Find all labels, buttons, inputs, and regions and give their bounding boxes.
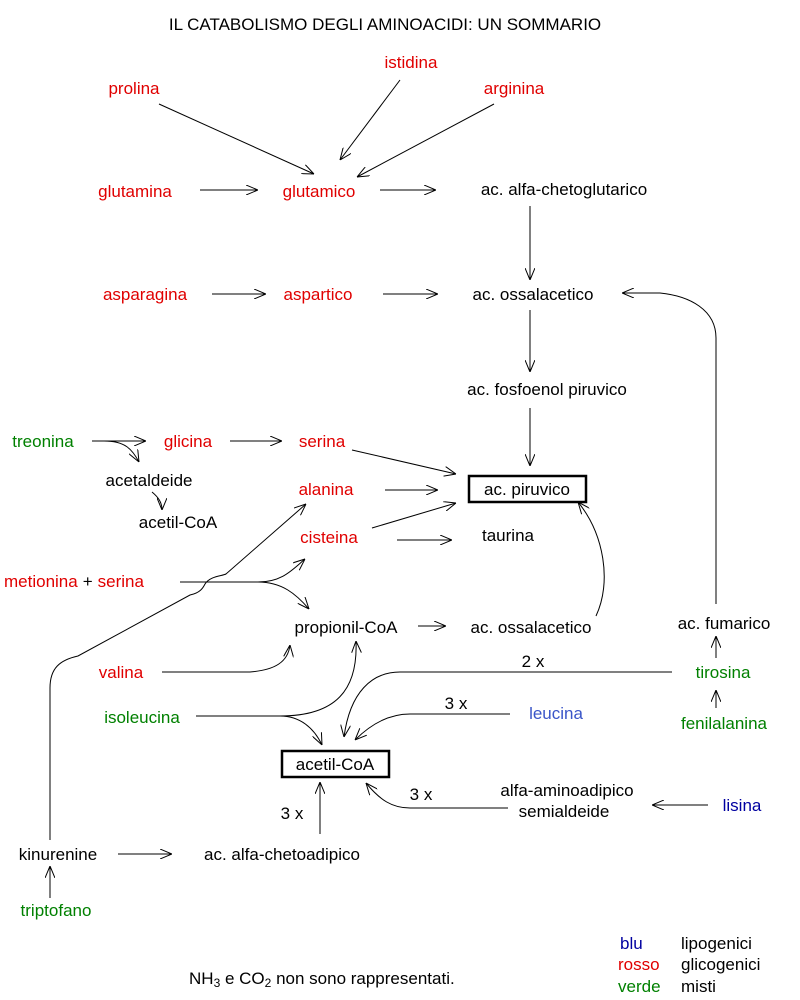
arrow-acetaldeide-acetilcoa — [151, 491, 162, 511]
glicina-label: glicina — [164, 432, 213, 451]
legend-blue-meaning: lipogenici — [681, 934, 752, 953]
arrow-treonina-acetaldeide — [103, 440, 139, 462]
arrow-ossalacetico-piruvico — [578, 502, 605, 617]
arrow-metserina-cisteina — [180, 559, 305, 583]
arrows — [49, 79, 717, 898]
cisteina-label: cisteina — [300, 528, 358, 547]
metionina-serina-line: metionina + serina — [4, 572, 145, 591]
arrow-prolina-glutamico — [158, 103, 314, 174]
chetoadipico-label: ac. alfa-chetoadipico — [204, 845, 360, 864]
footnote: NH3 e CO2 non sono rappresentati. — [189, 969, 455, 990]
tirosina-label: tirosina — [696, 663, 751, 682]
propionil-coa-label: propionil-CoA — [295, 618, 399, 637]
ossalacetico-top-label: ac. ossalacetico — [473, 285, 594, 304]
legend-red-word: rosso — [618, 955, 660, 974]
istidina-label: istidina — [385, 53, 438, 72]
triptofano-label: triptofano — [21, 901, 92, 920]
fosfoenol-label: ac. fosfoenol piruvico — [467, 380, 627, 399]
fenilalanina-label: fenilalanina — [681, 714, 768, 733]
multiplier-2x-tirosina: 2 x — [522, 652, 545, 671]
arrow-leucina-acetilcoa — [355, 713, 510, 740]
alanina-label: alanina — [299, 480, 354, 499]
aspartico-label: aspartico — [284, 285, 353, 304]
multiplier-3x-kinurenine: 3 x — [281, 804, 304, 823]
valina-label: valina — [99, 663, 144, 682]
legend: blu lipogenici rosso glicogenici verde m… — [618, 934, 760, 996]
serina-top-label: serina — [299, 432, 346, 451]
arrow-fumarico-ossalacetico — [622, 293, 717, 604]
acetil-coa-small-label: acetil-CoA — [139, 513, 218, 532]
taurina-label: taurina — [482, 526, 535, 545]
glutamina-label: glutamina — [98, 182, 172, 201]
arrow-cisteina-piruvico — [371, 503, 456, 529]
glutamico-label: glutamico — [283, 182, 356, 201]
arrow-isoleucina-propionil — [196, 641, 356, 717]
legend-green-meaning: misti — [681, 977, 716, 996]
chetoglutarico-label: ac. alfa-chetoglutarico — [481, 180, 647, 199]
multiplier-3x-lisina: 3 x — [410, 785, 433, 804]
lisina-label: lisina — [723, 796, 762, 815]
aminoadipico-label-2: semialdeide — [519, 802, 610, 821]
arrow-valina-propionil — [162, 645, 290, 673]
arrow-kinurenine-alanina — [49, 504, 306, 840]
arrow-serina-piruvico — [351, 449, 456, 474]
isoleucina-label: isoleucina — [104, 708, 180, 727]
aminoadipico-label-1: alfa-aminoadipico — [500, 781, 633, 800]
treonina-label: treonina — [12, 432, 74, 451]
arrow-tirosina-acetilcoa — [344, 671, 672, 737]
legend-blue-word: blu — [620, 934, 643, 953]
multiplier-3x-leucina: 3 x — [445, 694, 468, 713]
prolina-label: prolina — [108, 79, 160, 98]
legend-green-word: verde — [618, 977, 661, 996]
piruvico-label: ac. piruvico — [484, 480, 570, 499]
arginina-label: arginina — [484, 79, 545, 98]
arrow-aminoadipico-acetilcoa — [366, 783, 508, 809]
serina-bottom-label: serina — [98, 572, 145, 591]
arrow-istidina-glutamico — [340, 79, 401, 160]
arrow-isoleucina-acetilcoa — [279, 715, 322, 745]
ossalacetico-bottom-label: ac. ossalacetico — [471, 618, 592, 637]
piruvico-box — [467, 474, 588, 504]
kinurenine-label: kinurenine — [19, 845, 97, 864]
leucina-label: leucina — [529, 704, 583, 723]
plus-sign: + — [83, 572, 93, 591]
metionina-label: metionina — [4, 572, 78, 591]
acetil-coa-box — [280, 749, 391, 779]
legend-red-meaning: glicogenici — [681, 955, 760, 974]
acetil-coa-box-label: acetil-CoA — [296, 755, 375, 774]
fumarico-label: ac. fumarico — [678, 614, 771, 633]
arrow-metserina-propionil — [257, 581, 309, 609]
asparagina-label: asparagina — [103, 285, 188, 304]
arrow-arginina-glutamico — [357, 103, 495, 177]
acetaldeide-label: acetaldeide — [106, 471, 193, 490]
diagram-title: IL CATABOLISMO DEGLI AMINOACIDI: UN SOMM… — [169, 15, 601, 34]
